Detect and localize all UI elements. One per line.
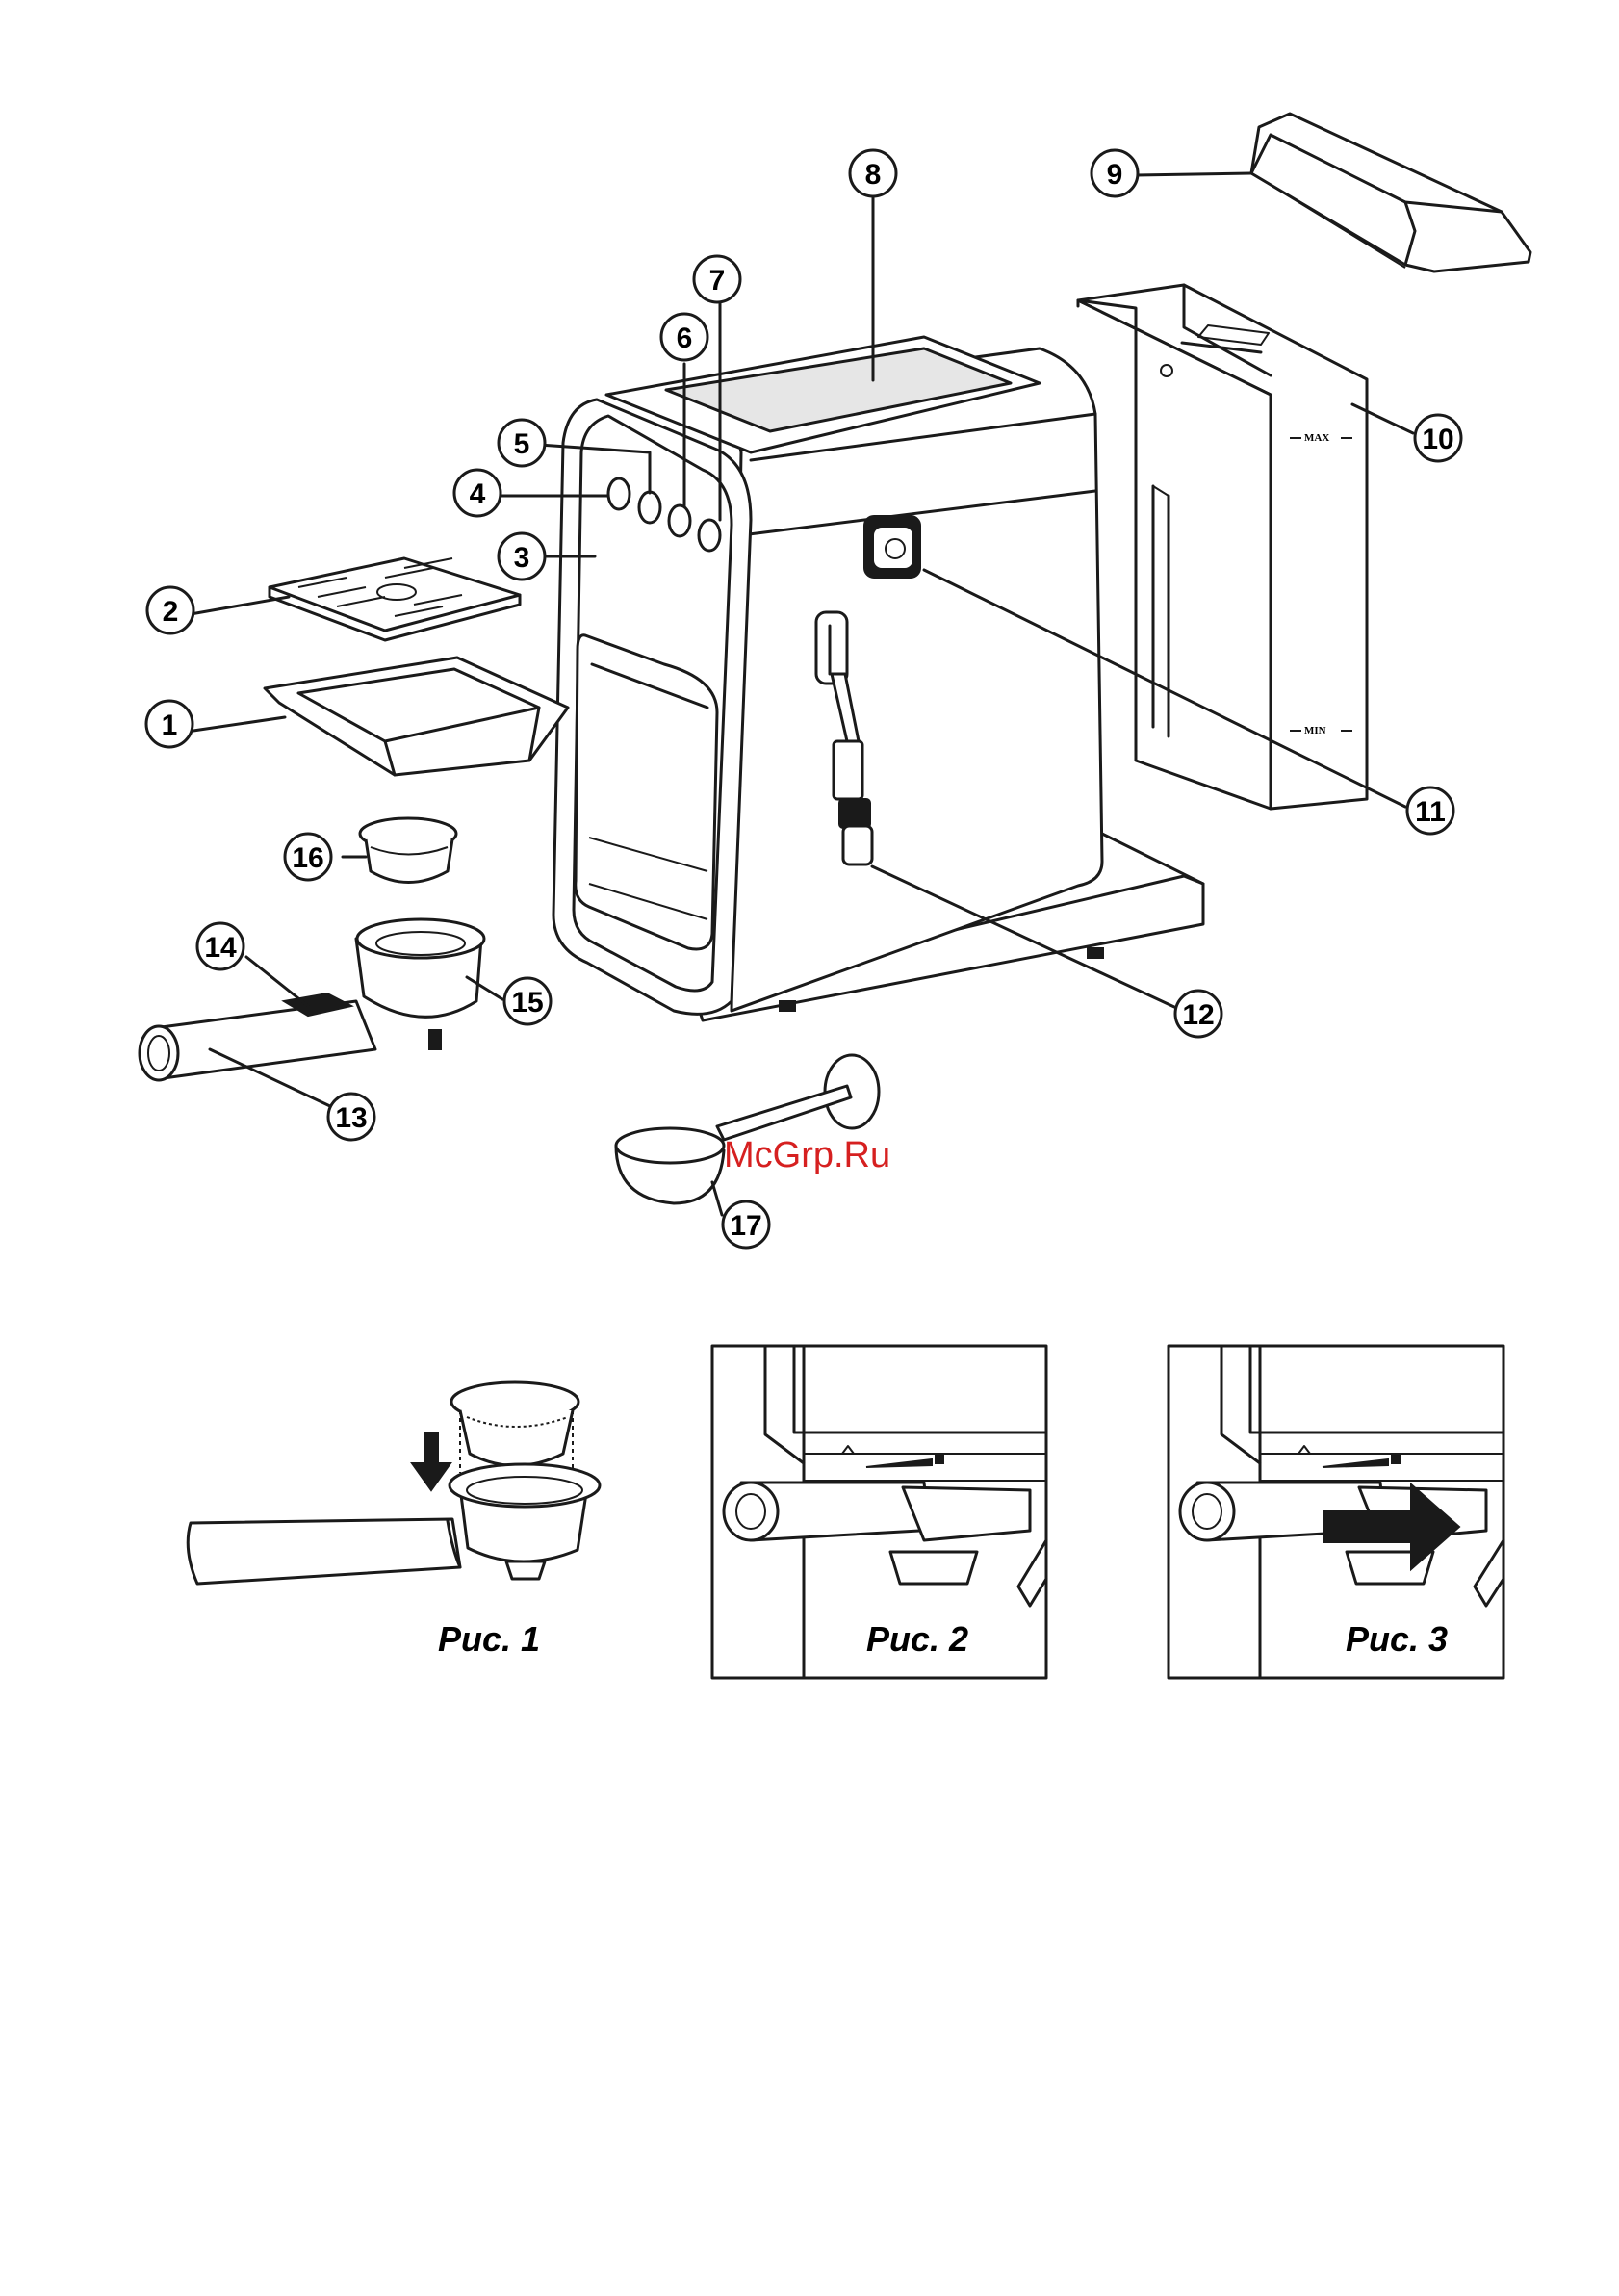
machine-body bbox=[553, 337, 1203, 1020]
figure-3: Рис. 3 bbox=[1169, 1346, 1503, 1678]
measuring-spoon bbox=[616, 1055, 879, 1203]
svg-text:17: 17 bbox=[730, 1210, 761, 1242]
svg-text:12: 12 bbox=[1182, 999, 1214, 1031]
filter-basket bbox=[360, 818, 456, 883]
callout-10: 10 bbox=[1415, 415, 1461, 461]
button-6 bbox=[669, 505, 690, 536]
drip-tray bbox=[265, 658, 568, 775]
callout-14: 14 bbox=[197, 923, 244, 969]
button-7 bbox=[699, 520, 720, 551]
svg-text:16: 16 bbox=[292, 842, 323, 874]
figure-1-caption: Рис. 1 bbox=[438, 1619, 540, 1659]
callout-3: 3 bbox=[499, 533, 545, 580]
figure-1: Рис. 1 bbox=[188, 1382, 600, 1659]
callout-1: 1 bbox=[146, 701, 193, 747]
tank-max-mark: MAX bbox=[1304, 432, 1329, 444]
figure-2-caption: Рис. 2 bbox=[866, 1619, 968, 1659]
svg-text:5: 5 bbox=[514, 428, 530, 460]
svg-text:10: 10 bbox=[1422, 424, 1453, 455]
svg-text:3: 3 bbox=[514, 542, 530, 574]
svg-text:7: 7 bbox=[709, 265, 726, 297]
callout-17: 17 bbox=[723, 1201, 769, 1248]
watermark: McGrp.Ru bbox=[724, 1135, 890, 1175]
svg-text:4: 4 bbox=[470, 478, 486, 510]
tank-lid bbox=[1251, 114, 1530, 271]
button-5 bbox=[639, 492, 660, 523]
callout-8: 8 bbox=[850, 150, 896, 196]
callout-13: 13 bbox=[328, 1094, 374, 1140]
callout-4: 4 bbox=[454, 470, 501, 516]
arrow-down-icon bbox=[412, 1432, 450, 1490]
tank-min-mark: MIN bbox=[1304, 725, 1326, 736]
figure-3-caption: Рис. 3 bbox=[1346, 1619, 1448, 1659]
svg-text:11: 11 bbox=[1415, 796, 1446, 828]
svg-text:6: 6 bbox=[677, 322, 693, 354]
svg-text:9: 9 bbox=[1107, 159, 1123, 191]
figure-2: Рис. 2 bbox=[712, 1346, 1046, 1678]
water-tank: MAX MIN bbox=[1078, 285, 1367, 809]
callout-6: 6 bbox=[661, 314, 707, 360]
callout-15: 15 bbox=[504, 978, 551, 1024]
svg-text:14: 14 bbox=[204, 932, 237, 964]
callout-12: 12 bbox=[1175, 991, 1221, 1037]
callout-9: 9 bbox=[1092, 150, 1138, 196]
svg-text:15: 15 bbox=[511, 987, 543, 1019]
callout-16: 16 bbox=[285, 834, 331, 880]
button-4 bbox=[608, 478, 630, 509]
callout-7: 7 bbox=[694, 256, 740, 302]
svg-text:8: 8 bbox=[865, 159, 882, 191]
drip-grid bbox=[270, 558, 520, 640]
portafilter bbox=[140, 919, 484, 1080]
svg-text:1: 1 bbox=[162, 709, 178, 741]
callout-2: 2 bbox=[147, 587, 193, 633]
svg-text:2: 2 bbox=[163, 596, 179, 628]
svg-text:13: 13 bbox=[335, 1102, 367, 1134]
callout-5: 5 bbox=[499, 420, 545, 466]
callout-11: 11 bbox=[1407, 787, 1453, 834]
coffee-machine-diagram: MAX MIN bbox=[140, 114, 1530, 1248]
